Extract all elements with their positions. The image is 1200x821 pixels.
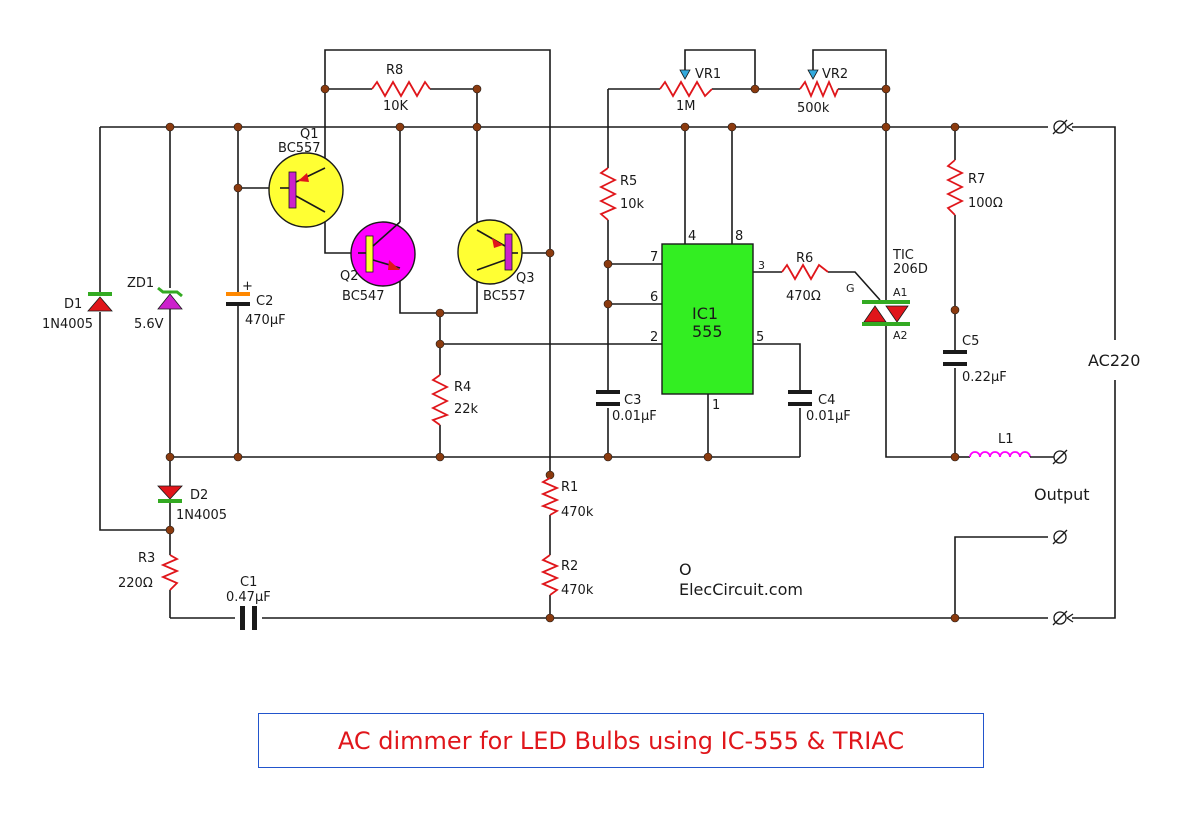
title-box: AC dimmer for LED Bulbs using IC-555 & T… [258, 713, 984, 768]
potentiometer-vr1: VR1 1M [659, 67, 721, 114]
r5-ref: R5 [620, 174, 637, 189]
inductor-l1: L1 [969, 432, 1054, 458]
c3-ref: C3 [624, 393, 641, 408]
c1-value: 0.47μF [226, 590, 271, 605]
ic1-value: 555 [692, 322, 723, 341]
transistor-q3: Q3 BC557 [457, 219, 535, 304]
q2-value: BC547 [342, 289, 385, 304]
r8-value: 10K [383, 99, 409, 114]
resistor-r1: R1 470k [540, 477, 594, 520]
zd1-value: 5.6V [134, 317, 164, 332]
ac220-label: AC220 [1088, 351, 1140, 370]
terminal-ac-bottom [1052, 610, 1074, 626]
c5-value: 0.22μF [962, 370, 1007, 385]
c2-value: 470μF [245, 313, 286, 328]
c4-value: 0.01μF [806, 409, 851, 424]
d2-value: 1N4005 [176, 508, 227, 523]
ic1-ref: IC1 [692, 304, 718, 323]
r5-value: 10k [620, 197, 645, 212]
output-label: Output [1034, 485, 1090, 504]
ic1-pin7: 7 [650, 250, 658, 265]
d2-ref: D2 [190, 488, 208, 503]
c3-value: 0.01μF [612, 409, 657, 424]
q3-value: BC557 [483, 289, 526, 304]
watermark: ElecCircuit.com [679, 580, 803, 599]
q3-ref: Q3 [516, 271, 535, 286]
watermark-mark: O [679, 560, 692, 579]
transistor-q2: Q2 BC547 [340, 221, 416, 304]
r6-ref: R6 [796, 251, 813, 266]
ic1-pin3: 3 [758, 259, 765, 272]
r7-value: 100Ω [968, 196, 1003, 211]
vr1-ref: VR1 [695, 67, 721, 82]
vr2-ref: VR2 [822, 67, 848, 82]
ic1-pin5: 5 [756, 330, 764, 345]
resistor-r5: R5 10k [598, 167, 645, 221]
d1-ref: D1 [64, 297, 82, 312]
diagram-title: AC dimmer for LED Bulbs using IC-555 & T… [337, 726, 905, 755]
triac-a2: A2 [893, 329, 908, 342]
resistor-r8: R8 10K [371, 63, 431, 114]
c1-ref: C1 [240, 575, 257, 590]
c4-ref: C4 [818, 393, 835, 408]
ic1-pin6: 6 [650, 290, 658, 305]
resistor-r3: R3 220Ω [118, 551, 180, 591]
q2-ref: Q2 [340, 269, 359, 284]
terminals [1052, 119, 1074, 626]
r4-ref: R4 [454, 380, 471, 395]
ic1-555: IC1 555 7 6 2 4 8 3 5 1 [650, 229, 765, 413]
r2-value: 470k [561, 583, 594, 598]
vr1-value: 1M [676, 99, 696, 114]
r7-ref: R7 [968, 172, 985, 187]
capacitor-c2: + C2 470μF [226, 279, 286, 328]
r8-ref: R8 [386, 63, 403, 78]
transistor-q1: Q1 BC557 [268, 127, 344, 228]
c2-ref: C2 [256, 294, 273, 309]
ic1-pin1: 1 [712, 398, 720, 413]
ic1-pin8: 8 [735, 229, 743, 244]
junction-dots [165, 84, 960, 623]
triac-ref: TIC [892, 248, 914, 263]
zd1-ref: ZD1 [127, 276, 154, 291]
vr2-value: 500k [797, 101, 830, 116]
r2-ref: R2 [561, 559, 578, 574]
c2-polarity: + [242, 279, 253, 294]
r3-value: 220Ω [118, 576, 153, 591]
zener-zd1: ZD1 5.6V [127, 276, 183, 332]
terminal-ac-top [1052, 119, 1074, 135]
diode-d2: D2 1N4005 [157, 485, 227, 523]
d1-value: 1N4005 [42, 317, 93, 332]
capacitor-c1: C1 0.47μF [226, 575, 271, 630]
potentiometer-vr2: VR2 500k [797, 67, 848, 116]
wires [99, 49, 1116, 619]
r3-ref: R3 [138, 551, 155, 566]
terminal-output-top [1052, 449, 1068, 465]
r6-value: 470Ω [786, 289, 821, 304]
triac-a1: A1 [893, 286, 908, 299]
ic1-pin4: 4 [688, 229, 696, 244]
r1-ref: R1 [561, 480, 578, 495]
c5-ref: C5 [962, 334, 979, 349]
capacitor-c5: C5 0.22μF [943, 334, 1007, 385]
triac-tic206d: TIC 206D G A1 A2 [846, 248, 928, 342]
r1-value: 470k [561, 505, 594, 520]
capacitor-c3: C3 0.01μF [596, 390, 657, 424]
diode-d1: D1 1N4005 [42, 292, 113, 332]
triac-value: 206D [893, 262, 928, 277]
terminal-output-bottom [1052, 529, 1068, 545]
resistor-r2: R2 470k [540, 554, 594, 598]
resistor-r6: R6 470Ω [781, 251, 829, 304]
resistor-r4: R4 22k [430, 374, 479, 426]
r4-value: 22k [454, 402, 479, 417]
l1-ref: L1 [998, 432, 1014, 447]
triac-gate: G [846, 282, 855, 295]
q1-value: BC557 [278, 141, 321, 156]
ic1-pin2: 2 [650, 330, 658, 345]
resistor-r7: R7 100Ω [945, 159, 1003, 216]
q1-ref: Q1 [300, 127, 319, 142]
capacitor-c4: C4 0.01μF [788, 390, 851, 424]
